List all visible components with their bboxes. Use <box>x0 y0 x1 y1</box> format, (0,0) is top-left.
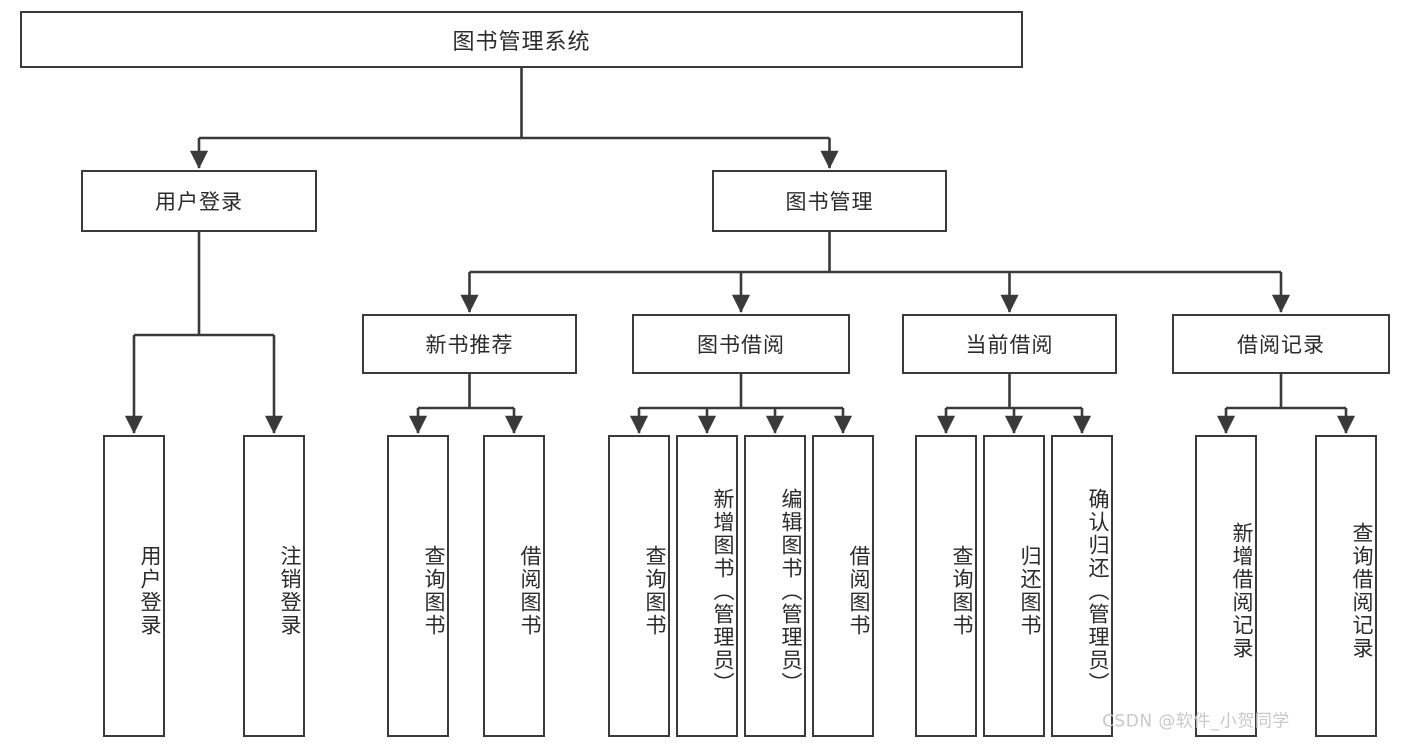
node-level2-0[interactable]: 用户登录 <box>81 170 317 232</box>
node-label: 新增借阅记录 <box>1230 522 1254 660</box>
node-label: 注销登录 <box>278 545 302 637</box>
node-label: 借阅图书 <box>518 545 542 637</box>
node-leaf-7[interactable]: 借阅图书 <box>812 435 874 737</box>
node-leaf-4[interactable]: 查询图书 <box>608 435 670 737</box>
node-leaf-8[interactable]: 查询图书 <box>915 435 977 737</box>
node-leaf-5[interactable]: 新增图书（管理员） <box>676 435 738 737</box>
node-label: 编辑图书（管理员） <box>779 487 803 695</box>
node-root-system[interactable]: 图书管理系统 <box>20 11 1023 68</box>
node-level3-2[interactable]: 当前借阅 <box>902 314 1117 374</box>
node-level3-3[interactable]: 借阅记录 <box>1172 314 1390 374</box>
node-level3-1[interactable]: 图书借阅 <box>632 314 850 374</box>
node-label: 查询图书 <box>950 545 974 637</box>
node-label: 用户登录 <box>138 545 162 637</box>
node-label: 图书借阅 <box>697 333 785 357</box>
csdn-watermark: CSDN @软件_小贺同学 <box>1102 711 1290 732</box>
node-label: 图书管理系统 <box>452 29 591 55</box>
node-label: 确认归还（管理员） <box>1086 487 1110 695</box>
node-label: 用户登录 <box>155 190 243 214</box>
node-leaf-3[interactable]: 借阅图书 <box>483 435 545 737</box>
node-leaf-1[interactable]: 注销登录 <box>243 435 305 737</box>
node-label: 借阅记录 <box>1237 333 1325 357</box>
node-label: 新增图书（管理员） <box>711 487 735 695</box>
node-label: 查询借阅记录 <box>1350 522 1374 660</box>
node-label: 新书推荐 <box>425 333 514 357</box>
node-label: 查询图书 <box>422 545 446 637</box>
node-label: 借阅图书 <box>847 545 871 637</box>
node-leaf-0[interactable]: 用户登录 <box>103 435 165 737</box>
node-leaf-9[interactable]: 归还图书 <box>983 435 1045 737</box>
node-label: 查询图书 <box>643 545 667 637</box>
node-label: 当前借阅 <box>965 333 1054 357</box>
node-level2-1[interactable]: 图书管理 <box>712 170 947 232</box>
node-label: 图书管理 <box>785 190 874 214</box>
node-leaf-11[interactable]: 新增借阅记录 <box>1195 435 1257 737</box>
node-level3-0[interactable]: 新书推荐 <box>362 314 577 374</box>
node-label: 归还图书 <box>1018 545 1042 637</box>
node-leaf-6[interactable]: 编辑图书（管理员） <box>744 435 806 737</box>
node-leaf-2[interactable]: 查询图书 <box>387 435 449 737</box>
node-leaf-10[interactable]: 确认归还（管理员） <box>1051 435 1113 737</box>
node-leaf-12[interactable]: 查询借阅记录 <box>1315 435 1377 737</box>
